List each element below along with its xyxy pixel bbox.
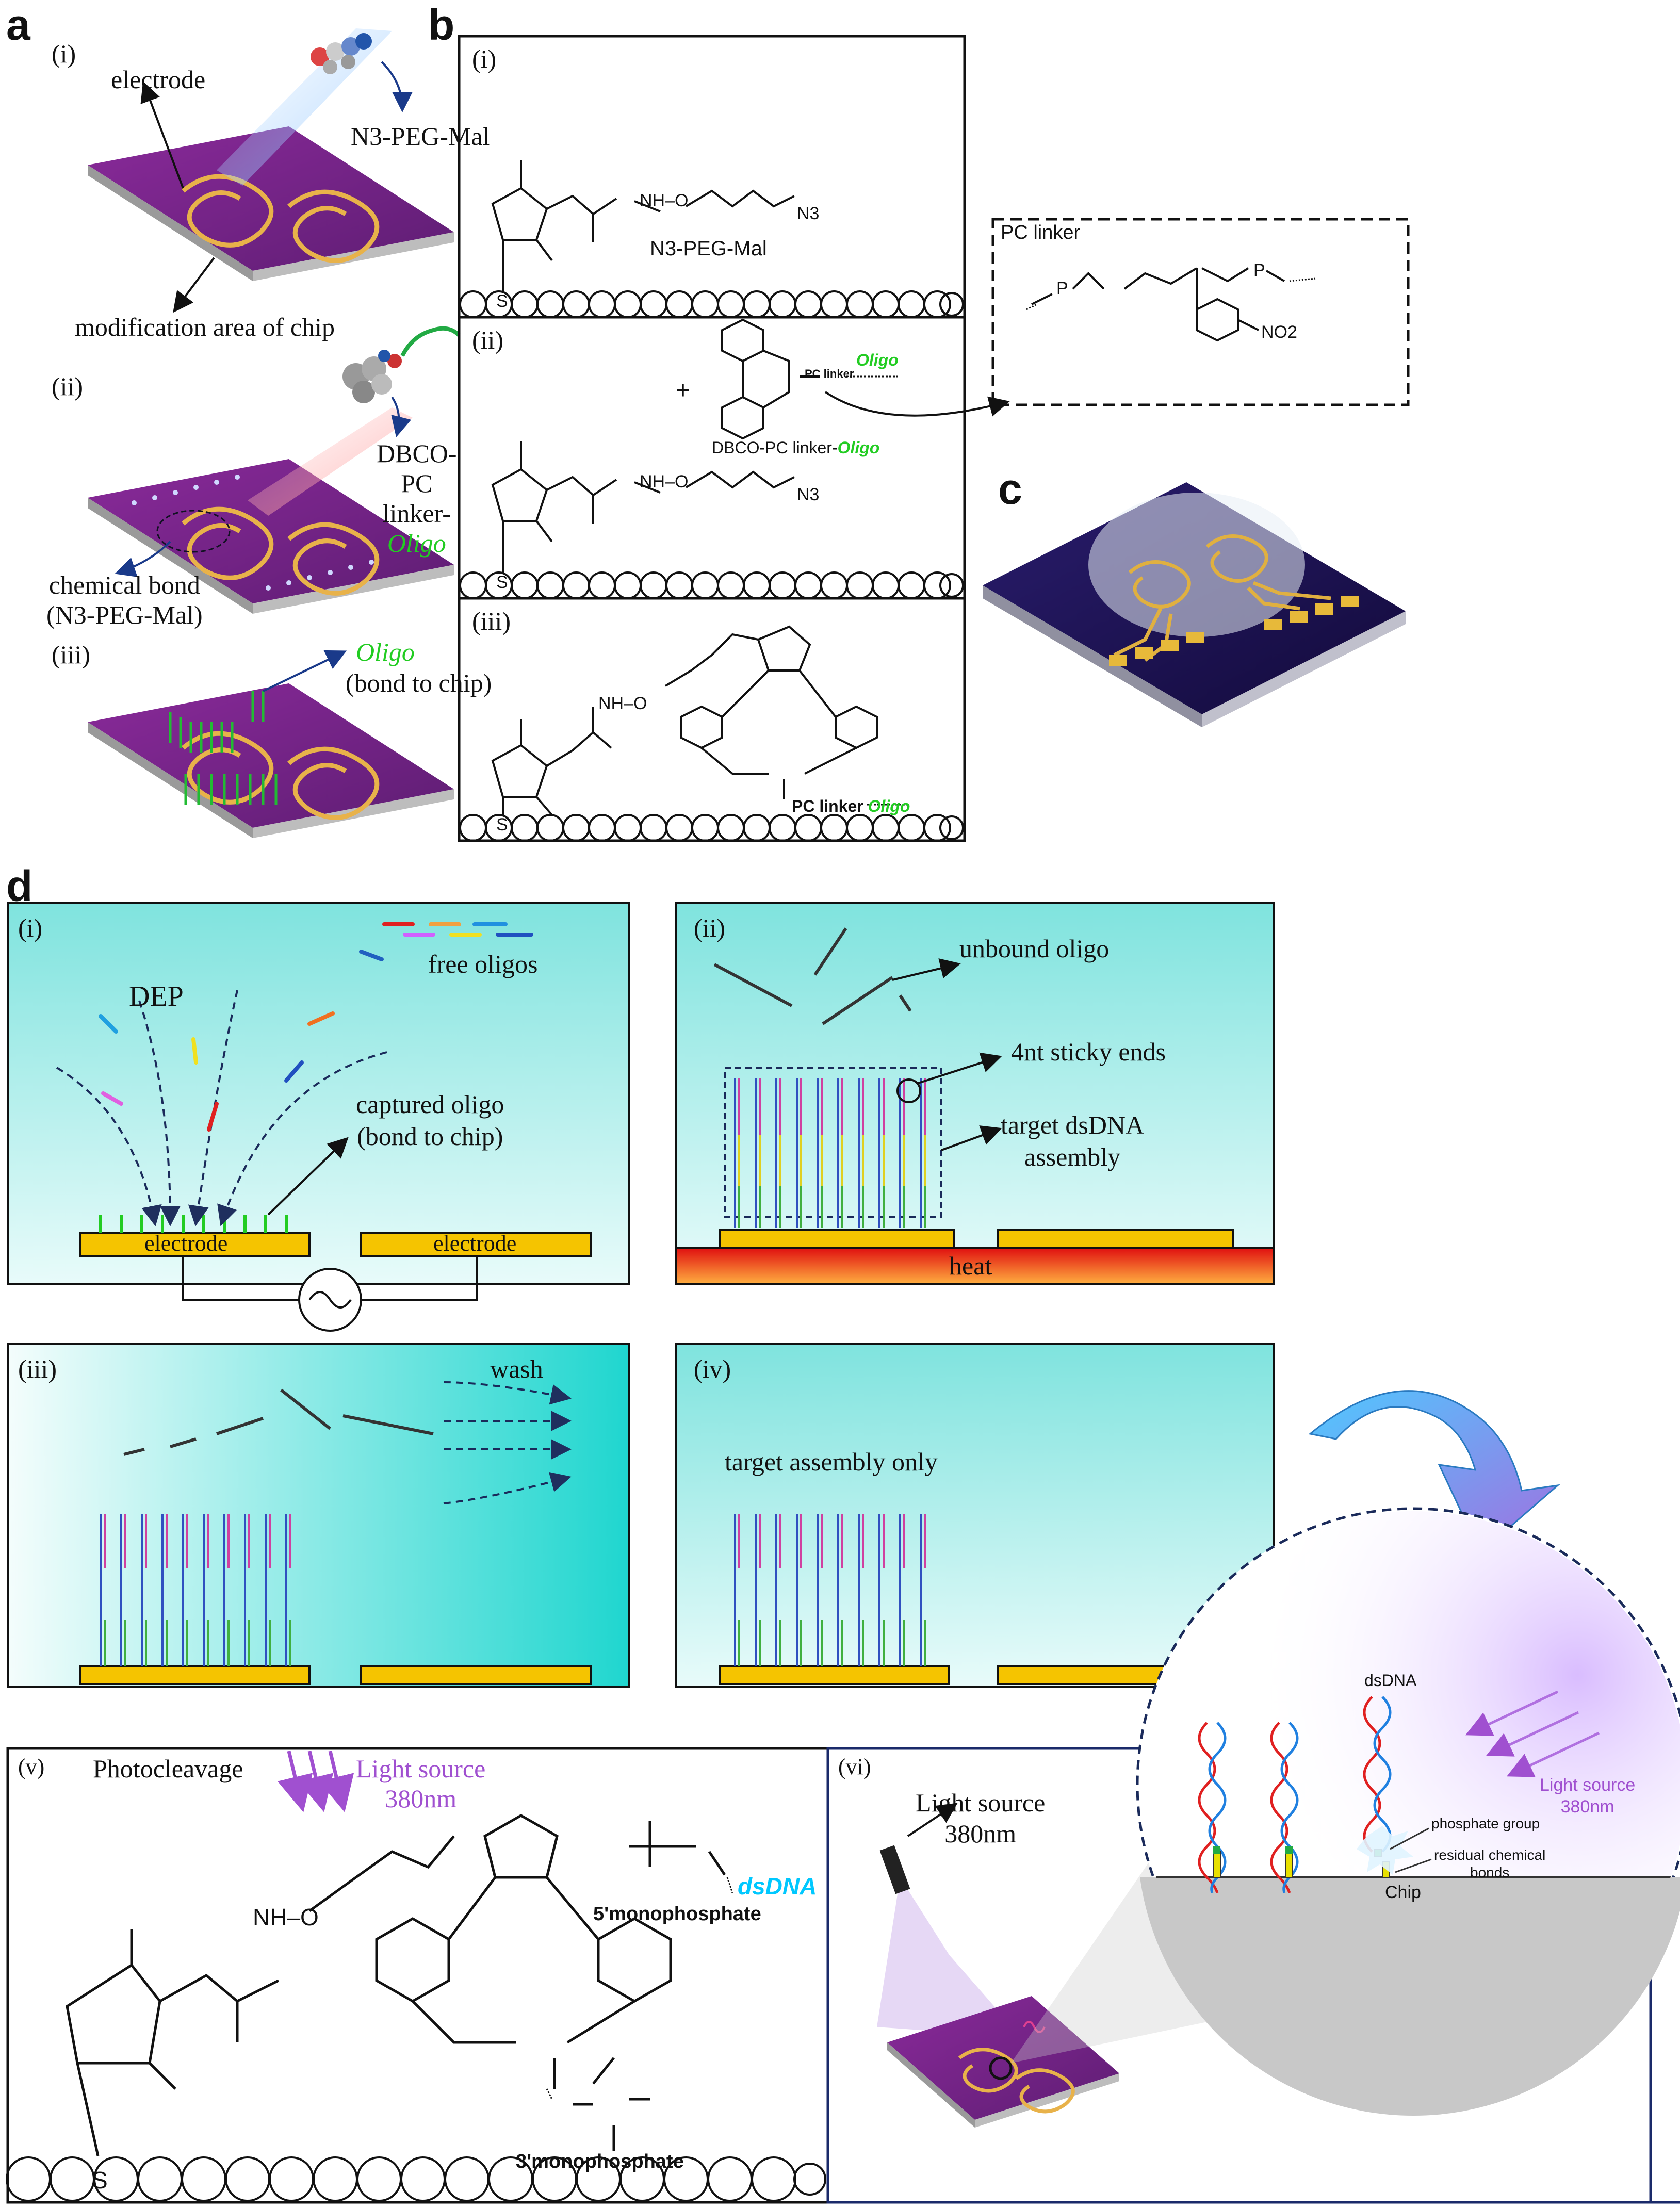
d-wash-label: wash [490,1354,543,1383]
photocleavage-structure [66,1814,726,2156]
d-free-oligos-label: free oligos [428,950,538,978]
a-oligo-label: Oligo [356,637,415,666]
maleimide-structure-b-i [491,160,795,291]
panel-letter-b: b [428,1,455,49]
b-iii-s: S [496,815,508,835]
dsdna-helix-3 [1363,1696,1392,1853]
surface-beads [459,290,964,842]
b-i-n3: N3 [797,204,820,223]
d-dep-label: DEP [129,980,184,1012]
d-captured-oligo-label: captured oligo (bond to chip) [356,1090,504,1151]
b-ii-oligo-top: Oligo [856,351,899,369]
d-label-iv: (iv) [694,1354,731,1383]
chip-d-vi [887,1996,1119,2128]
b-label-i: (i) [472,44,497,73]
a-dbco-label: DBCO- PC linker- Oligo [377,439,457,558]
b-iii-pclinker: PC linker Oligo [792,797,910,815]
a-modification-area-label: modification area of chip [75,313,335,341]
b-i-nh-o: NH–O [640,191,689,210]
dsdna-assembly-d-iv [734,1514,926,1666]
b-ii-pclinker: PC linker [805,367,854,380]
d-photocleavage-label: Photocleavage [93,1754,243,1783]
b-ii-nh-o: NH–O [640,472,689,492]
dsdna-assembly-d-ii [734,1078,926,1228]
d-label-vi: (vi) [838,1754,871,1779]
d-label-iii: (iii) [18,1354,57,1383]
b-iii-nh-o: NH–O [598,694,647,713]
b-ii-plus: + [676,377,691,404]
d-v-dsdna: dsDNA [738,1873,817,1900]
d-v-light-label: Light source 380nm [356,1754,486,1813]
d-target-only-label: target assembly only [725,1447,938,1476]
panel-letter-a: a [6,1,30,49]
dbco-molecule-icon [342,326,461,403]
a-label-i: (i) [52,39,76,68]
a-n3pegmal-label: N3-PEG-Mal [351,122,490,151]
triazole-structure-b-iii [491,625,878,816]
zoom-chip-label: Chip [1385,1883,1421,1902]
a-chemical-bond-label: chemical bond (N3-PEG-Mal) [46,570,203,629]
d-electrode-right: electrode [433,1231,517,1256]
d-vi-light-label: Light source 380nm [916,1788,1046,1848]
residual-bonds-label: residual chemical bonds [1434,1847,1546,1880]
b-ii-s: S [496,573,508,592]
dsdna-assembly-d-iii [100,1514,291,1666]
d-label-ii: (ii) [694,913,726,942]
b-ii-dbco-label: DBCO-PC linker-Oligo [712,438,880,457]
panel-letter-c: c [998,465,1022,513]
d-target-dsdna-label: target dsDNA assembly [1001,1110,1145,1171]
chip-a-iii [88,683,454,838]
a-electrode-label: electrode [111,65,206,94]
d-v-five-mono: 5'monophosphate [593,1903,761,1925]
a-bond-to-chip-label: (bond to chip) [346,668,492,697]
d-label-i: (i) [18,913,43,942]
peg-molecule-icon [311,33,372,74]
d-v-three-mono: 3'monophosphate [516,2151,684,2172]
b-i-n3pegmal: N3-PEG-Mal [650,237,767,260]
d-electrode-left: electrode [144,1231,228,1256]
d-unbound-oligo-label: unbound oligo [959,934,1110,963]
d-v-nh-o: NH–O [253,1904,319,1931]
pc-linker-p2: P [1253,260,1265,280]
maleimide-structure-b-ii [491,441,795,573]
phosphate-group-label: phosphate group [1431,1816,1540,1831]
b-label-ii: (ii) [472,325,504,354]
b-i-s: S [496,291,508,311]
panel-letter-d: d [6,862,33,910]
a-label-ii: (ii) [52,372,84,401]
b-label-iii: (iii) [472,607,511,635]
d-sticky-ends-label: 4nt sticky ends [1011,1037,1166,1066]
dsdna-helix-2 [1270,1722,1299,1893]
zoom-dsdna-label: dsDNA [1364,1671,1417,1690]
pc-linker-no2: NO2 [1261,322,1297,342]
pc-linker-box-title: PC linker [1001,222,1081,243]
b-ii-n3: N3 [797,485,820,504]
a-label-iii: (iii) [52,640,90,669]
big-curved-arrow-icon [1308,1390,1560,1554]
d-label-v: (v) [18,1754,45,1779]
d-heat-label: heat [949,1251,992,1280]
pc-linker-p1: P [1056,279,1068,298]
chip-c [983,482,1406,727]
zoom-light-label: Light source 380nm [1540,1775,1636,1817]
pc-linker-structure [1031,267,1285,342]
d-v-s: S [92,2167,108,2194]
dsdna-helix-1 [1198,1722,1227,1893]
